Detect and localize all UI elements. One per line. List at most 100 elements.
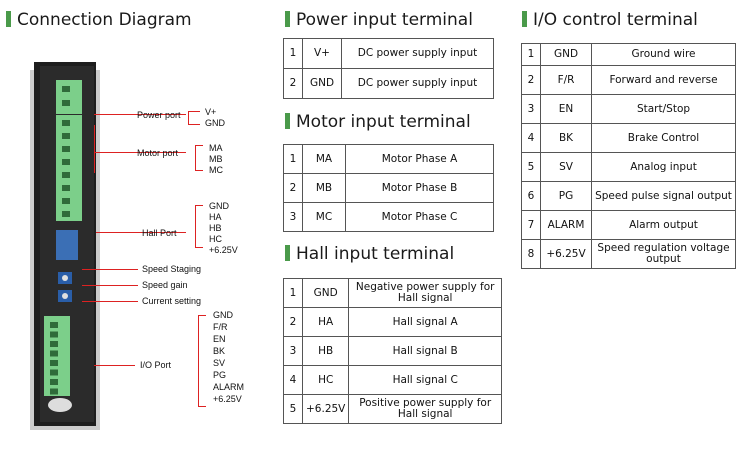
hall-table-title-text: Hall input terminal [296, 244, 455, 264]
row-number: 2 [283, 68, 303, 99]
terminal-screw [62, 211, 70, 217]
title-marker [522, 11, 527, 27]
motor-pin-mc: MC [209, 165, 223, 175]
terminal-name: PG [540, 181, 592, 211]
row-number: 2 [283, 307, 303, 337]
io-bracket [198, 315, 199, 407]
row-number: 8 [521, 239, 541, 269]
terminal-desc: Analog input [591, 152, 736, 182]
terminal-name: GND [301, 278, 350, 308]
diagram-title: Connection Diagram [6, 10, 192, 30]
hall-pin-ha: HA [209, 212, 222, 222]
terminal-name: HC [301, 365, 350, 395]
io-control-table: 1 GND Ground wire 2 F/R Forward and reve… [521, 43, 736, 269]
terminal-screw [50, 331, 58, 338]
terminal-name: V+ [302, 38, 342, 69]
power-tick-2 [188, 124, 200, 125]
io-pin-fr: F/R [213, 322, 228, 332]
terminal-name: GND [302, 68, 342, 99]
power-table-title: Power input terminal [285, 10, 473, 30]
row-number: 5 [283, 394, 303, 424]
motor-port-label: Motor port [137, 148, 179, 158]
terminal-screw [50, 341, 58, 347]
terminal-screw [50, 379, 58, 385]
table-row: 2 MB Motor Phase B [283, 173, 494, 203]
table-row: 3 MC Motor Phase C [283, 202, 494, 232]
table-row: 5 +6.25V Positive power supply for Hall … [283, 394, 502, 424]
hall-table-title: Hall input terminal [285, 244, 454, 264]
terminal-name: ALARM [540, 210, 592, 240]
table-row: 1 GND Negative power supply for Hall sig… [283, 278, 502, 308]
terminal-desc: DC power supply input [341, 38, 494, 69]
table-row: 7 ALARM Alarm output [521, 210, 736, 240]
terminal-desc: Speed pulse signal output [591, 181, 736, 211]
row-number: 7 [521, 210, 541, 240]
power-port-label: Power port [137, 110, 181, 120]
title-marker [285, 245, 290, 261]
terminal-screw [50, 369, 58, 376]
hall-pin-hc: HC [209, 234, 222, 244]
terminal-desc: Hall signal C [348, 365, 502, 395]
terminal-name: MA [302, 144, 346, 174]
power-bracket [188, 111, 189, 125]
terminal-desc: DC power supply input [341, 68, 494, 99]
io-pin-6v: +6.25V [213, 394, 242, 404]
terminal-desc: Brake Control [591, 123, 736, 153]
terminal-screw [62, 120, 70, 126]
terminal-desc: Start/Stop [591, 94, 736, 124]
row-number: 2 [283, 173, 303, 203]
terminal-desc: Motor Phase C [345, 202, 494, 232]
row-number: 1 [283, 38, 303, 69]
terminal-screw [62, 198, 70, 204]
table-row: 1 V+ DC power supply input [283, 38, 494, 69]
row-number: 4 [283, 365, 303, 395]
terminal-name: +6.25V [540, 239, 592, 269]
table-row: 3 HB Hall signal B [283, 336, 502, 366]
row-number: 1 [283, 278, 303, 308]
terminal-name: HB [301, 336, 350, 366]
terminal-screw [62, 146, 70, 152]
diagram-title-text: Connection Diagram [17, 10, 192, 30]
power-pin-gnd: GND [205, 118, 225, 128]
current-callout-line [82, 301, 138, 302]
table-row: 4 HC Hall signal C [283, 365, 502, 395]
terminal-name: MB [302, 173, 346, 203]
terminal-screw [62, 86, 70, 92]
terminal-name: +6.25V [301, 394, 350, 424]
terminal-screw [62, 133, 70, 139]
power-terminal-block [56, 80, 82, 114]
terminal-name: MC [302, 202, 346, 232]
terminal-desc: Ground wire [591, 43, 736, 66]
io-pin-alarm: ALARM [213, 382, 245, 392]
table-row: 2 HA Hall signal A [283, 307, 502, 337]
title-marker [6, 11, 11, 27]
hall-pin-gnd: GND [209, 201, 229, 211]
terminal-screw [50, 388, 58, 395]
terminal-name: GND [540, 43, 592, 66]
terminal-screw [62, 100, 70, 106]
io-table-title: I/O control terminal [522, 10, 698, 30]
table-row: 6 PG Speed pulse signal output [521, 181, 736, 211]
terminal-desc: Motor Phase A [345, 144, 494, 174]
terminal-name: SV [540, 152, 592, 182]
terminal-screw [62, 185, 70, 191]
motor-bracket [195, 145, 196, 171]
title-marker [285, 113, 290, 129]
table-row: 4 BK Brake Control [521, 123, 736, 153]
io-pin-bk: BK [213, 346, 226, 356]
power-table-title-text: Power input terminal [296, 10, 473, 30]
motor-tick-2 [195, 170, 203, 171]
table-row: 1 MA Motor Phase A [283, 144, 494, 174]
terminal-desc: Alarm output [591, 210, 736, 240]
motor-pin-mb: MB [209, 154, 223, 164]
hall-pin-6v: +6.25V [209, 245, 238, 255]
hall-callout-line [96, 232, 186, 233]
power-tick-1 [188, 111, 200, 112]
io-callout-line [94, 365, 135, 366]
gain-callout-line [82, 285, 138, 286]
terminal-desc: Forward and reverse [591, 65, 736, 95]
power-callout-line [94, 114, 186, 115]
motor-callout-line-1 [94, 125, 95, 173]
speed-staging-label: Speed Staging [142, 264, 202, 274]
